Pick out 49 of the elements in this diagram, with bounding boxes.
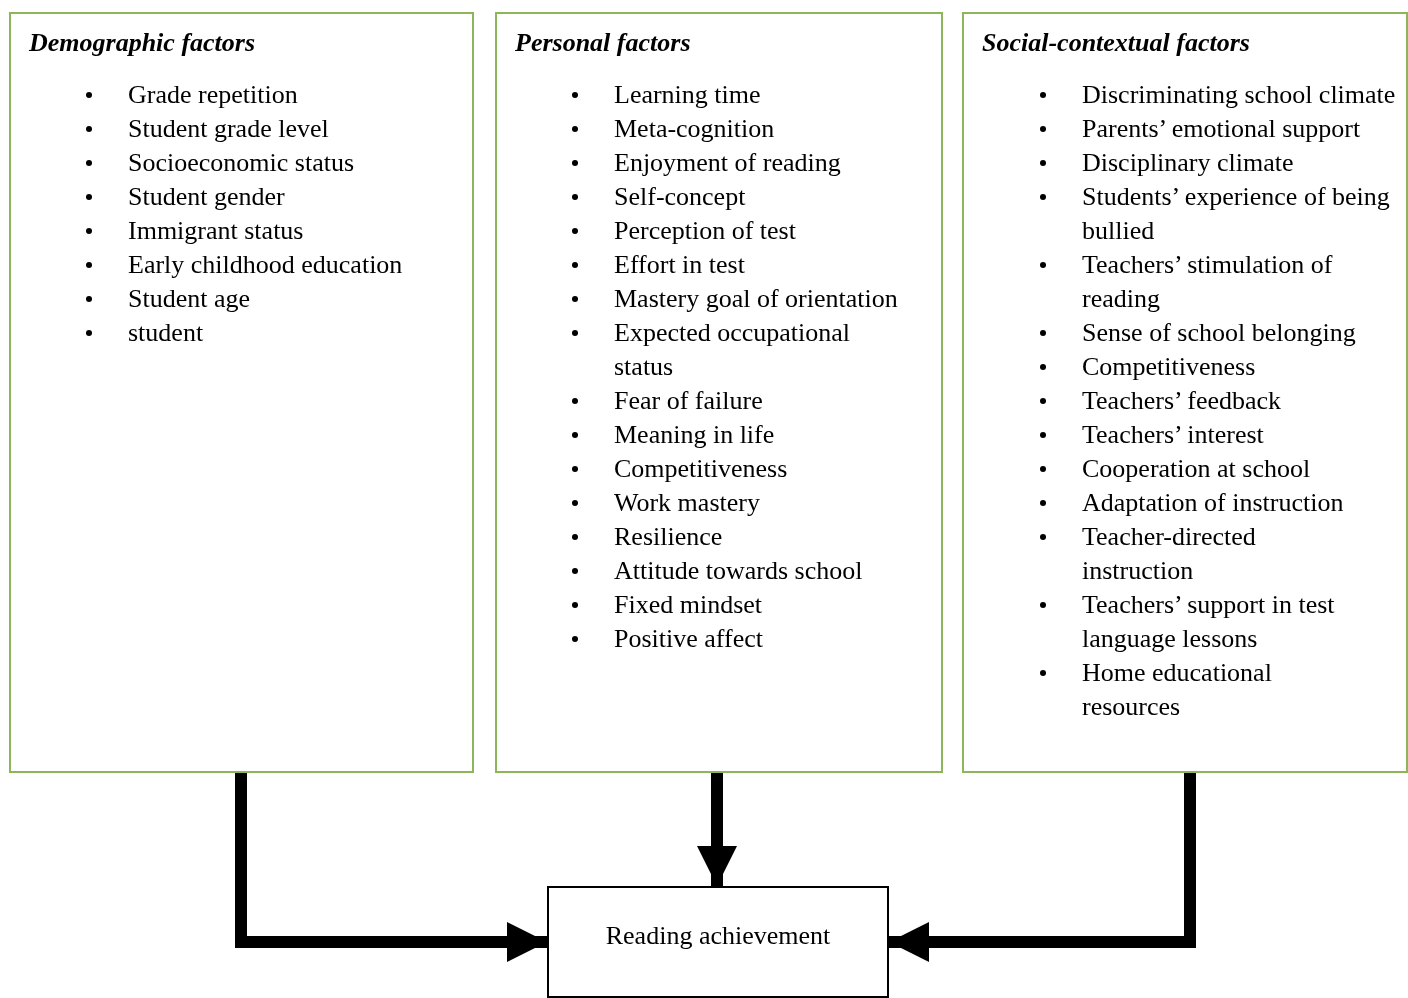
factor-item: Adaptation of instruction	[1082, 487, 1345, 519]
factor-item: Disciplinary climate	[1082, 147, 1295, 179]
arrow	[697, 773, 737, 886]
factor-item: Teachers’ support in test language lessons	[1082, 589, 1336, 655]
arrow	[235, 773, 547, 962]
factor-item: Competitiveness	[1082, 351, 1257, 383]
factor-item: Learning time	[614, 79, 762, 111]
factor-item: Home educational resources	[1082, 657, 1273, 723]
factor-item: Fixed mindset	[614, 589, 764, 621]
factor-item: Teachers’ interest	[1082, 419, 1265, 451]
factor-item: Cooperation at school	[1082, 453, 1312, 485]
panel-heading: Personal factors	[515, 27, 691, 59]
factor-item: Student age	[128, 283, 252, 315]
factor-item: Positive affect	[614, 623, 764, 655]
factor-item: Attitude towards school	[614, 555, 864, 587]
factor-item: Early childhood education	[128, 249, 404, 281]
factor-panel	[9, 12, 474, 773]
outcome-label: Reading achievement	[605, 920, 831, 952]
factor-item: Immigrant status	[128, 215, 305, 247]
factor-item: Self-concept	[614, 181, 747, 213]
arrow	[889, 773, 1196, 962]
factor-item: Students’ experience of being bullied	[1082, 181, 1391, 247]
panel-heading: Social-contextual factors	[982, 27, 1250, 59]
factor-item: Enjoyment of reading	[614, 147, 842, 179]
factor-item: Student grade level	[128, 113, 330, 145]
factor-item: Mastery goal of orientation	[614, 283, 899, 315]
factor-item: Sense of school belonging	[1082, 317, 1357, 349]
factor-item: Meaning in life	[614, 419, 776, 451]
factor-item: Socioeconomic status	[128, 147, 355, 179]
factor-item: Teachers’ stimulation of reading	[1082, 249, 1334, 315]
factor-item: Expected occupational status	[614, 317, 852, 383]
factor-item: Teachers’ feedback	[1082, 385, 1283, 417]
factor-item: Resilience	[614, 521, 724, 553]
factor-item: Meta-cognition	[614, 113, 776, 145]
factor-item: Work mastery	[614, 487, 761, 519]
factor-item: Teacher-directed instruction	[1082, 521, 1257, 587]
outcome-box	[547, 886, 889, 998]
factor-item: Discriminating school climate	[1082, 79, 1397, 111]
factor-item: Perception of test	[614, 215, 797, 247]
factor-item: Grade repetition	[128, 79, 299, 111]
factor-item: Effort in test	[614, 249, 746, 281]
factor-item: Competitiveness	[614, 453, 789, 485]
factor-item: Parents’ emotional support	[1082, 113, 1362, 145]
factor-item: Student gender	[128, 181, 286, 213]
factor-item: student	[128, 317, 205, 349]
factor-panel	[495, 12, 943, 773]
panel-heading: Demographic factors	[29, 27, 256, 59]
factor-item: Fear of failure	[614, 385, 764, 417]
factor-panel	[962, 12, 1408, 773]
